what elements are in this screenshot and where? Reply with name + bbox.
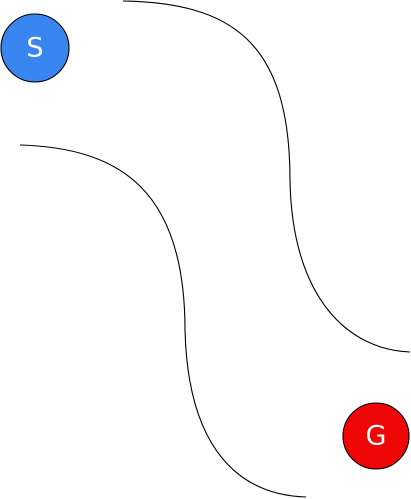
- lower-wall-curve: [19, 144, 307, 498]
- goal-circle: [342, 402, 410, 470]
- goal-marker[interactable]: G: [342, 402, 410, 470]
- goal-label: G: [366, 421, 387, 452]
- start-label: S: [26, 33, 43, 64]
- start-marker[interactable]: S: [0, 13, 70, 83]
- upper-wall-curve: [122, 0, 411, 353]
- start-circle: [0, 13, 70, 83]
